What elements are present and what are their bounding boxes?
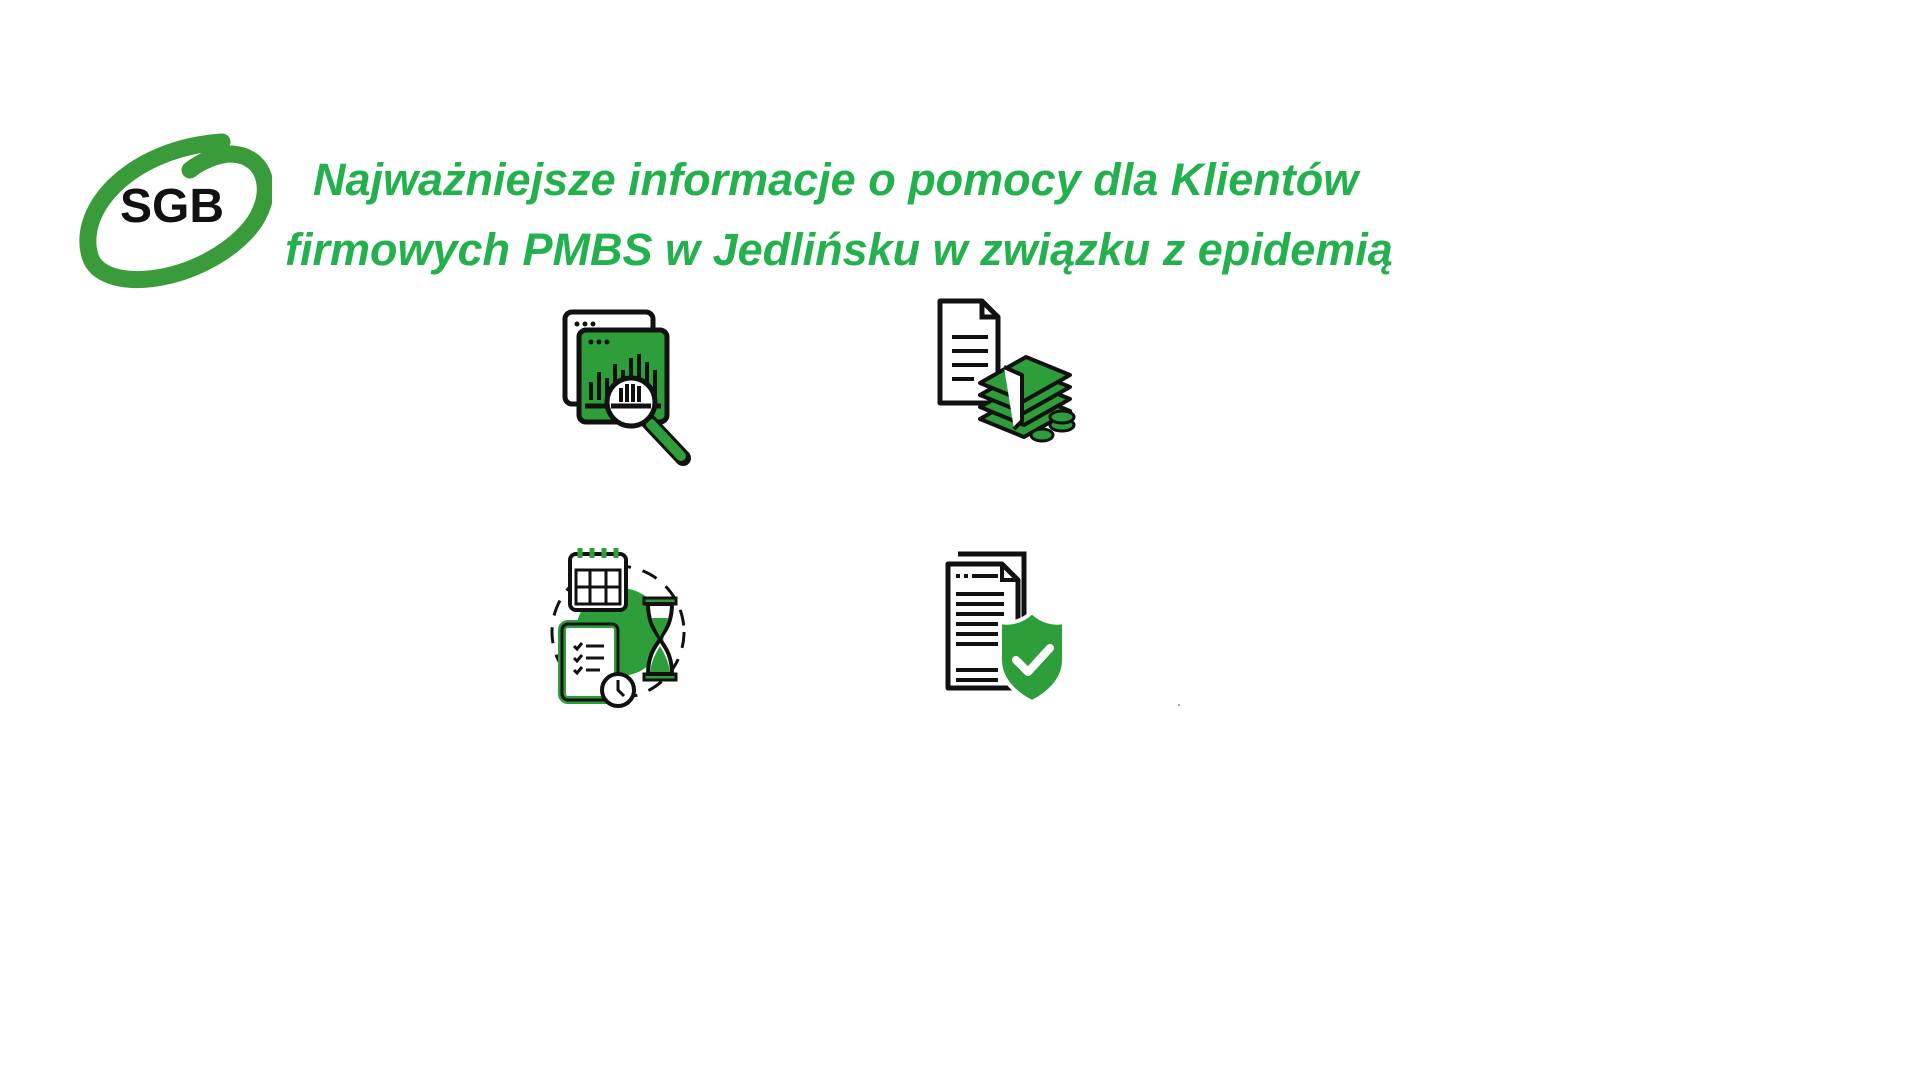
document-shield-check-icon (940, 548, 1070, 708)
logo-text: SGB (120, 180, 224, 233)
heading-line-1: Najważniejsze informacje o pomocy dla Kl… (313, 154, 1359, 205)
heading-line-2: firmowych PMBS w Jedlińsku w związku z e… (285, 224, 1393, 275)
schedule-calendar-hourglass-icon (540, 540, 690, 715)
document-money-icon (930, 295, 1080, 445)
page-heading: Najważniejsze informacje o pomocy dla Kl… (285, 145, 1465, 285)
sgb-logo-icon: SGB (79, 133, 272, 289)
analysis-magnifier-icon (555, 300, 695, 470)
sgb-logo: SGB (72, 118, 272, 290)
stray-dot (1178, 704, 1180, 706)
